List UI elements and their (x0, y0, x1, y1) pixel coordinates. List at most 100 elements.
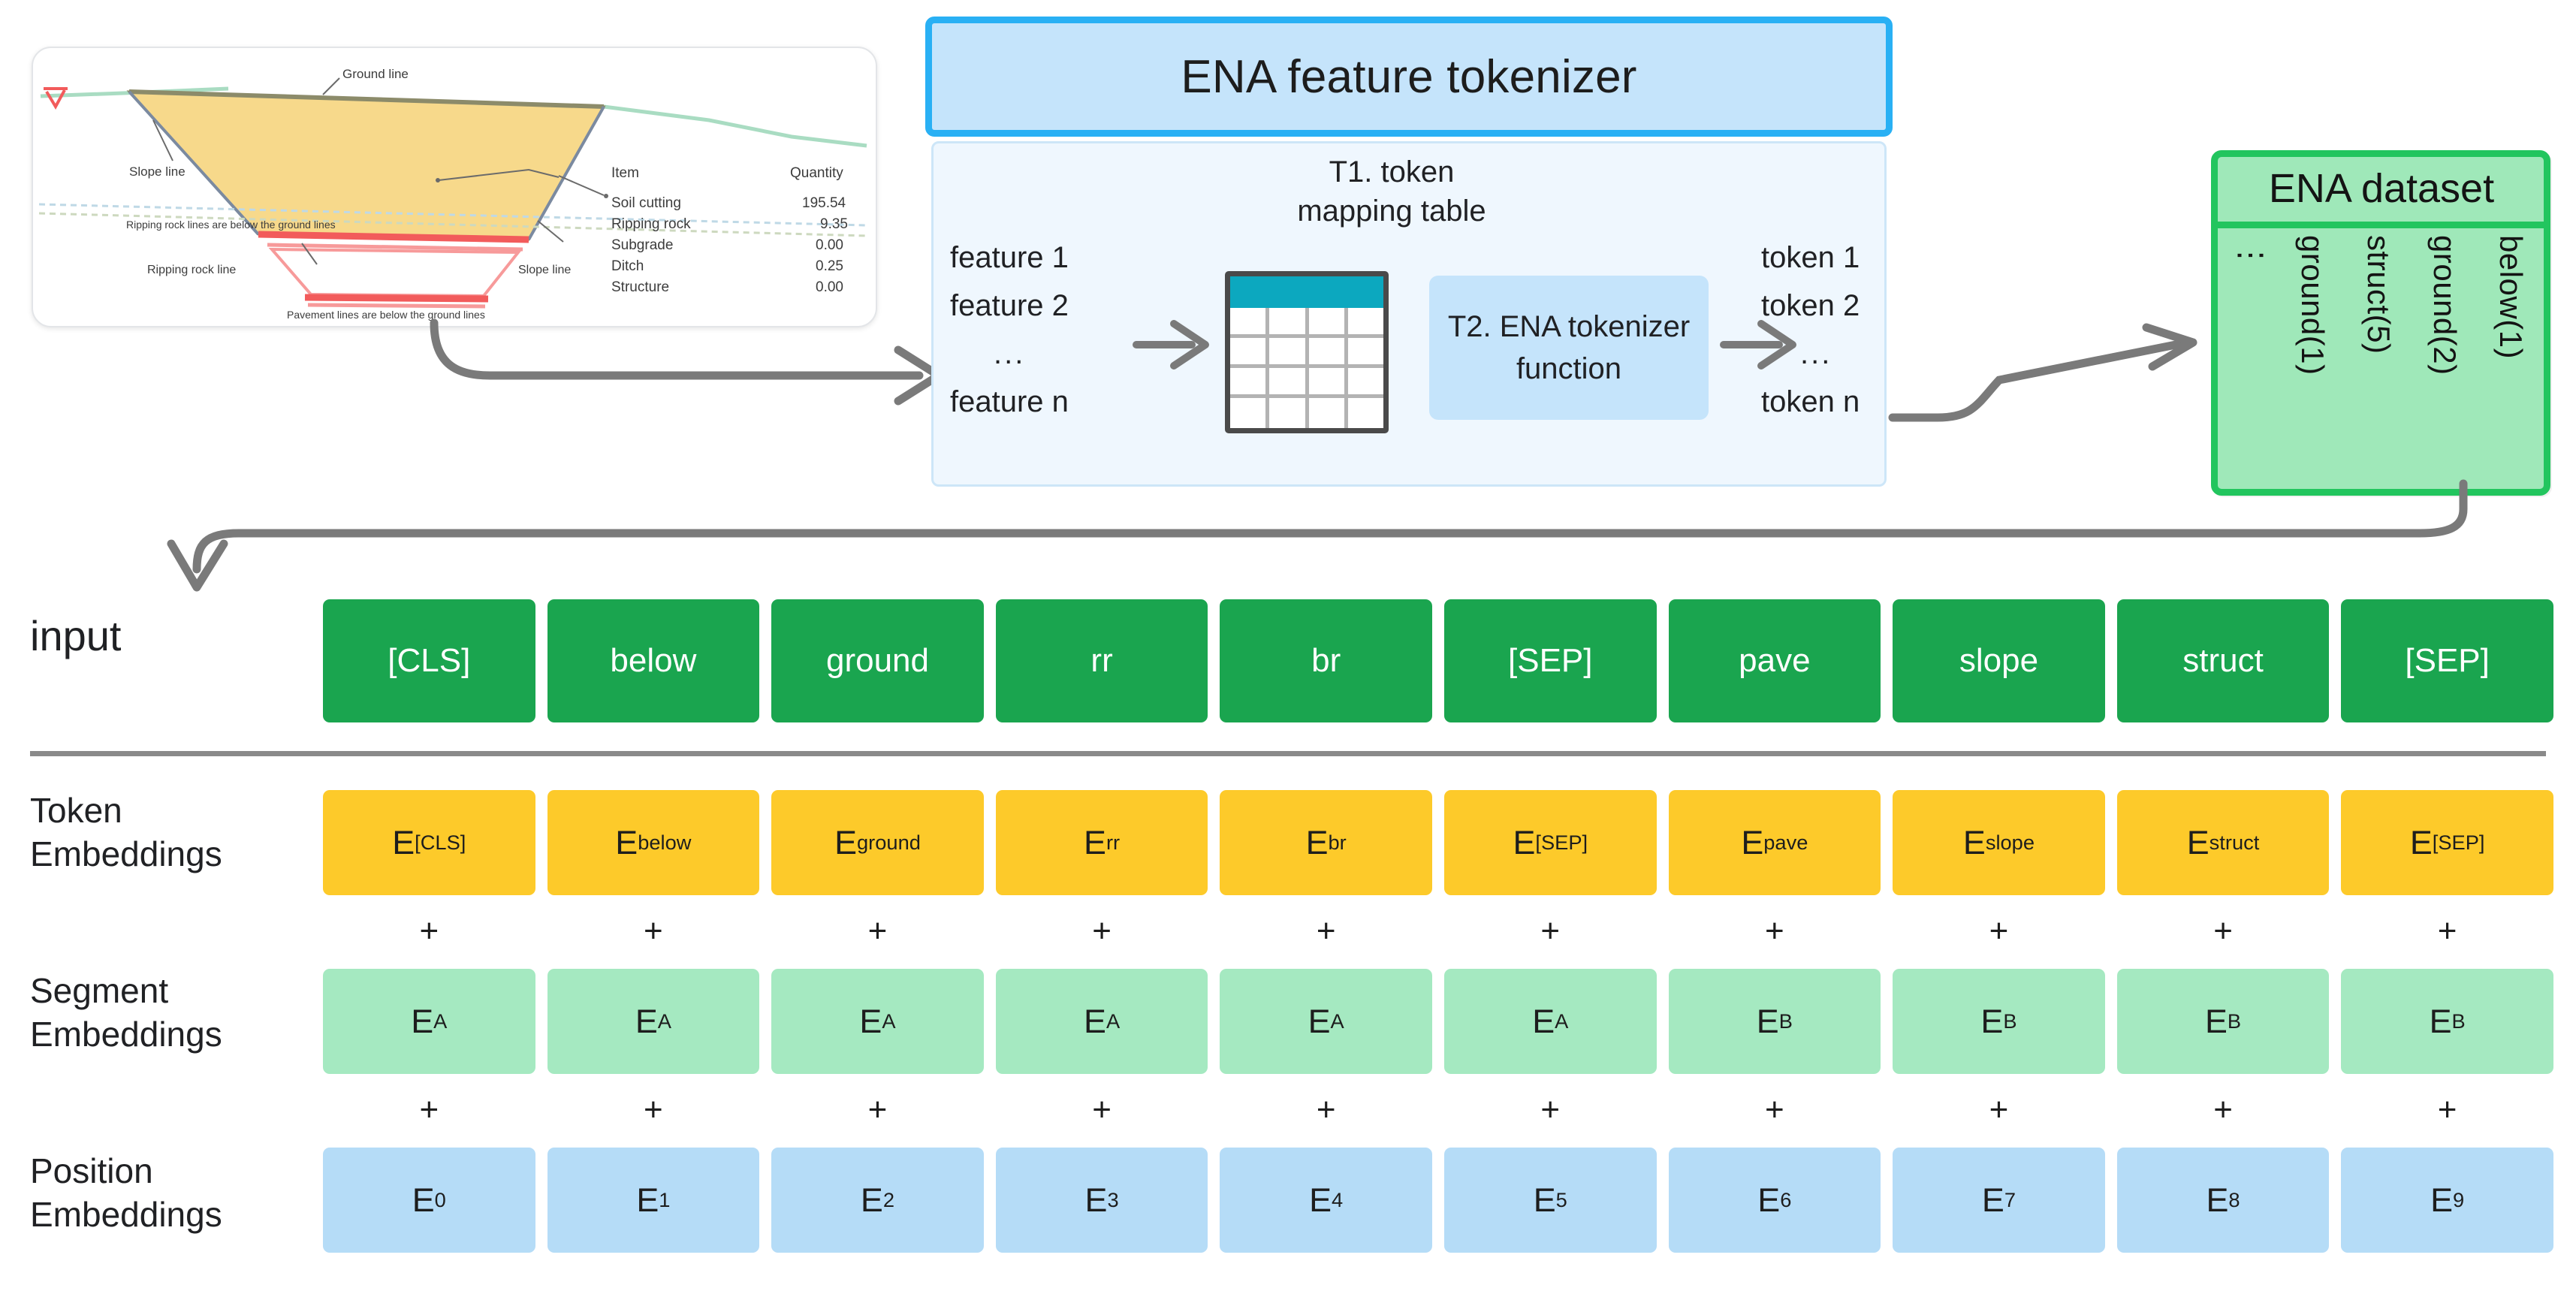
token-embedding-cell[interactable]: E[SEP] (2341, 790, 2553, 895)
arrow-function-to-tokens (1720, 320, 1796, 369)
plus-icon: + (1540, 912, 1561, 949)
arrow-crosssection-to-tokenizer (430, 318, 943, 406)
plus-icon: + (867, 1091, 888, 1128)
annotation-ground-line: Ground line (342, 67, 409, 81)
quantity-row-label: Ripping rock (611, 216, 691, 232)
table-cell (1230, 398, 1270, 428)
plus-icon: + (2437, 1091, 2457, 1128)
plus-icon: + (1765, 1091, 1784, 1128)
tokenizer-title: ENA feature tokenizer (1181, 50, 1637, 103)
dataset-column-list: below(1) ground(2) struct(5) ground(1) ⋮ (2218, 235, 2544, 483)
dataset-column: ground(1) (2279, 235, 2345, 480)
table-cell (1347, 308, 1383, 338)
annotation-pavement-note: Pavement lines are below the ground line… (287, 309, 485, 321)
table-header-row (1230, 276, 1383, 308)
arrow-dataset-to-input (167, 479, 2468, 592)
plus-icon: + (1092, 912, 1112, 949)
input-row-label: input (30, 612, 122, 659)
input-token-cell[interactable]: struct (2116, 599, 2330, 722)
position-embeddings-label: Position Embeddings (30, 1149, 330, 1236)
annotation-ripping-rock-note: Ripping rock lines are below the ground … (126, 219, 336, 231)
t2-tokenizer-function-box: T2. ENA tokenizer function (1429, 276, 1709, 420)
input-token-cell[interactable]: [CLS] (323, 599, 535, 722)
plus-icon: + (1316, 912, 1336, 949)
plus-icon: + (1989, 1091, 2009, 1128)
table-cell (1308, 338, 1348, 368)
plus-row-2: + + + + + + + + + + (323, 1093, 2553, 1127)
quantity-row-value: 9.35 (820, 216, 848, 232)
quantity-row-label: Subgrade (611, 237, 673, 253)
input-token-cell[interactable]: br (1220, 599, 1432, 722)
input-token-cell[interactable]: pave (1668, 599, 1881, 722)
plus-icon: + (1765, 912, 1784, 949)
ena-dataset-box: ENA dataset below(1) ground(2) struct(5)… (2211, 150, 2550, 496)
plus-icon: + (1316, 1091, 1336, 1128)
segment-embeddings-label: Segment Embeddings (30, 969, 330, 1056)
dataset-column-label: ground(1) (2295, 235, 2330, 376)
arrow-tokens-to-dataset (1888, 323, 2197, 422)
token-embedding-cell[interactable]: E[SEP] (1443, 790, 1657, 895)
dataset-title: ENA dataset (2268, 166, 2495, 211)
embedding-sequence-section: input [CLS] below ground rr br [SEP] pav… (0, 571, 2576, 1300)
segment-embeddings-label-line2: Embeddings (30, 1015, 222, 1054)
token-list: token 1 token 2 ... token n (1761, 234, 1926, 426)
table-cell (1308, 398, 1348, 428)
table-cell (1230, 338, 1270, 368)
quantity-row-value: 0.00 (816, 237, 843, 253)
table-cell (1269, 398, 1309, 428)
input-token-cell[interactable]: [SEP] (1443, 599, 1657, 722)
dataset-column-label: ground(2) (2427, 235, 2463, 376)
table-row (1230, 368, 1383, 398)
table-cell (1269, 308, 1309, 338)
token-item: token n (1761, 385, 1860, 418)
plus-icon: + (644, 912, 663, 949)
input-token-cell[interactable]: ground (771, 599, 984, 722)
input-token-cell[interactable]: slope (1893, 599, 2105, 722)
dataset-column: struct(5) (2345, 235, 2412, 480)
table-cell (1269, 368, 1309, 398)
table-cell (1230, 368, 1270, 398)
dataset-column-label: below(1) (2493, 235, 2529, 360)
input-token-cell[interactable]: below (547, 599, 760, 722)
input-token-cell[interactable]: [SEP] (2341, 599, 2553, 722)
annotation-slope-line-right: Slope line (518, 264, 571, 276)
token-embedding-cell[interactable]: E[CLS] (323, 790, 535, 895)
plus-icon: + (867, 912, 888, 949)
input-token-cell[interactable]: rr (995, 599, 1208, 722)
dataset-ellipsis: ⋮ (2234, 240, 2270, 274)
quantity-row-value: 0.25 (816, 258, 843, 274)
quantity-row-value: 195.54 (802, 195, 846, 211)
token-mapping-table-icon (1225, 271, 1389, 433)
table-row (1230, 308, 1383, 338)
section-divider (30, 751, 2546, 756)
segment-embeddings-label-line1: Segment (30, 971, 169, 1010)
plus-row-1: + + + + + + + + + + (323, 915, 2553, 948)
